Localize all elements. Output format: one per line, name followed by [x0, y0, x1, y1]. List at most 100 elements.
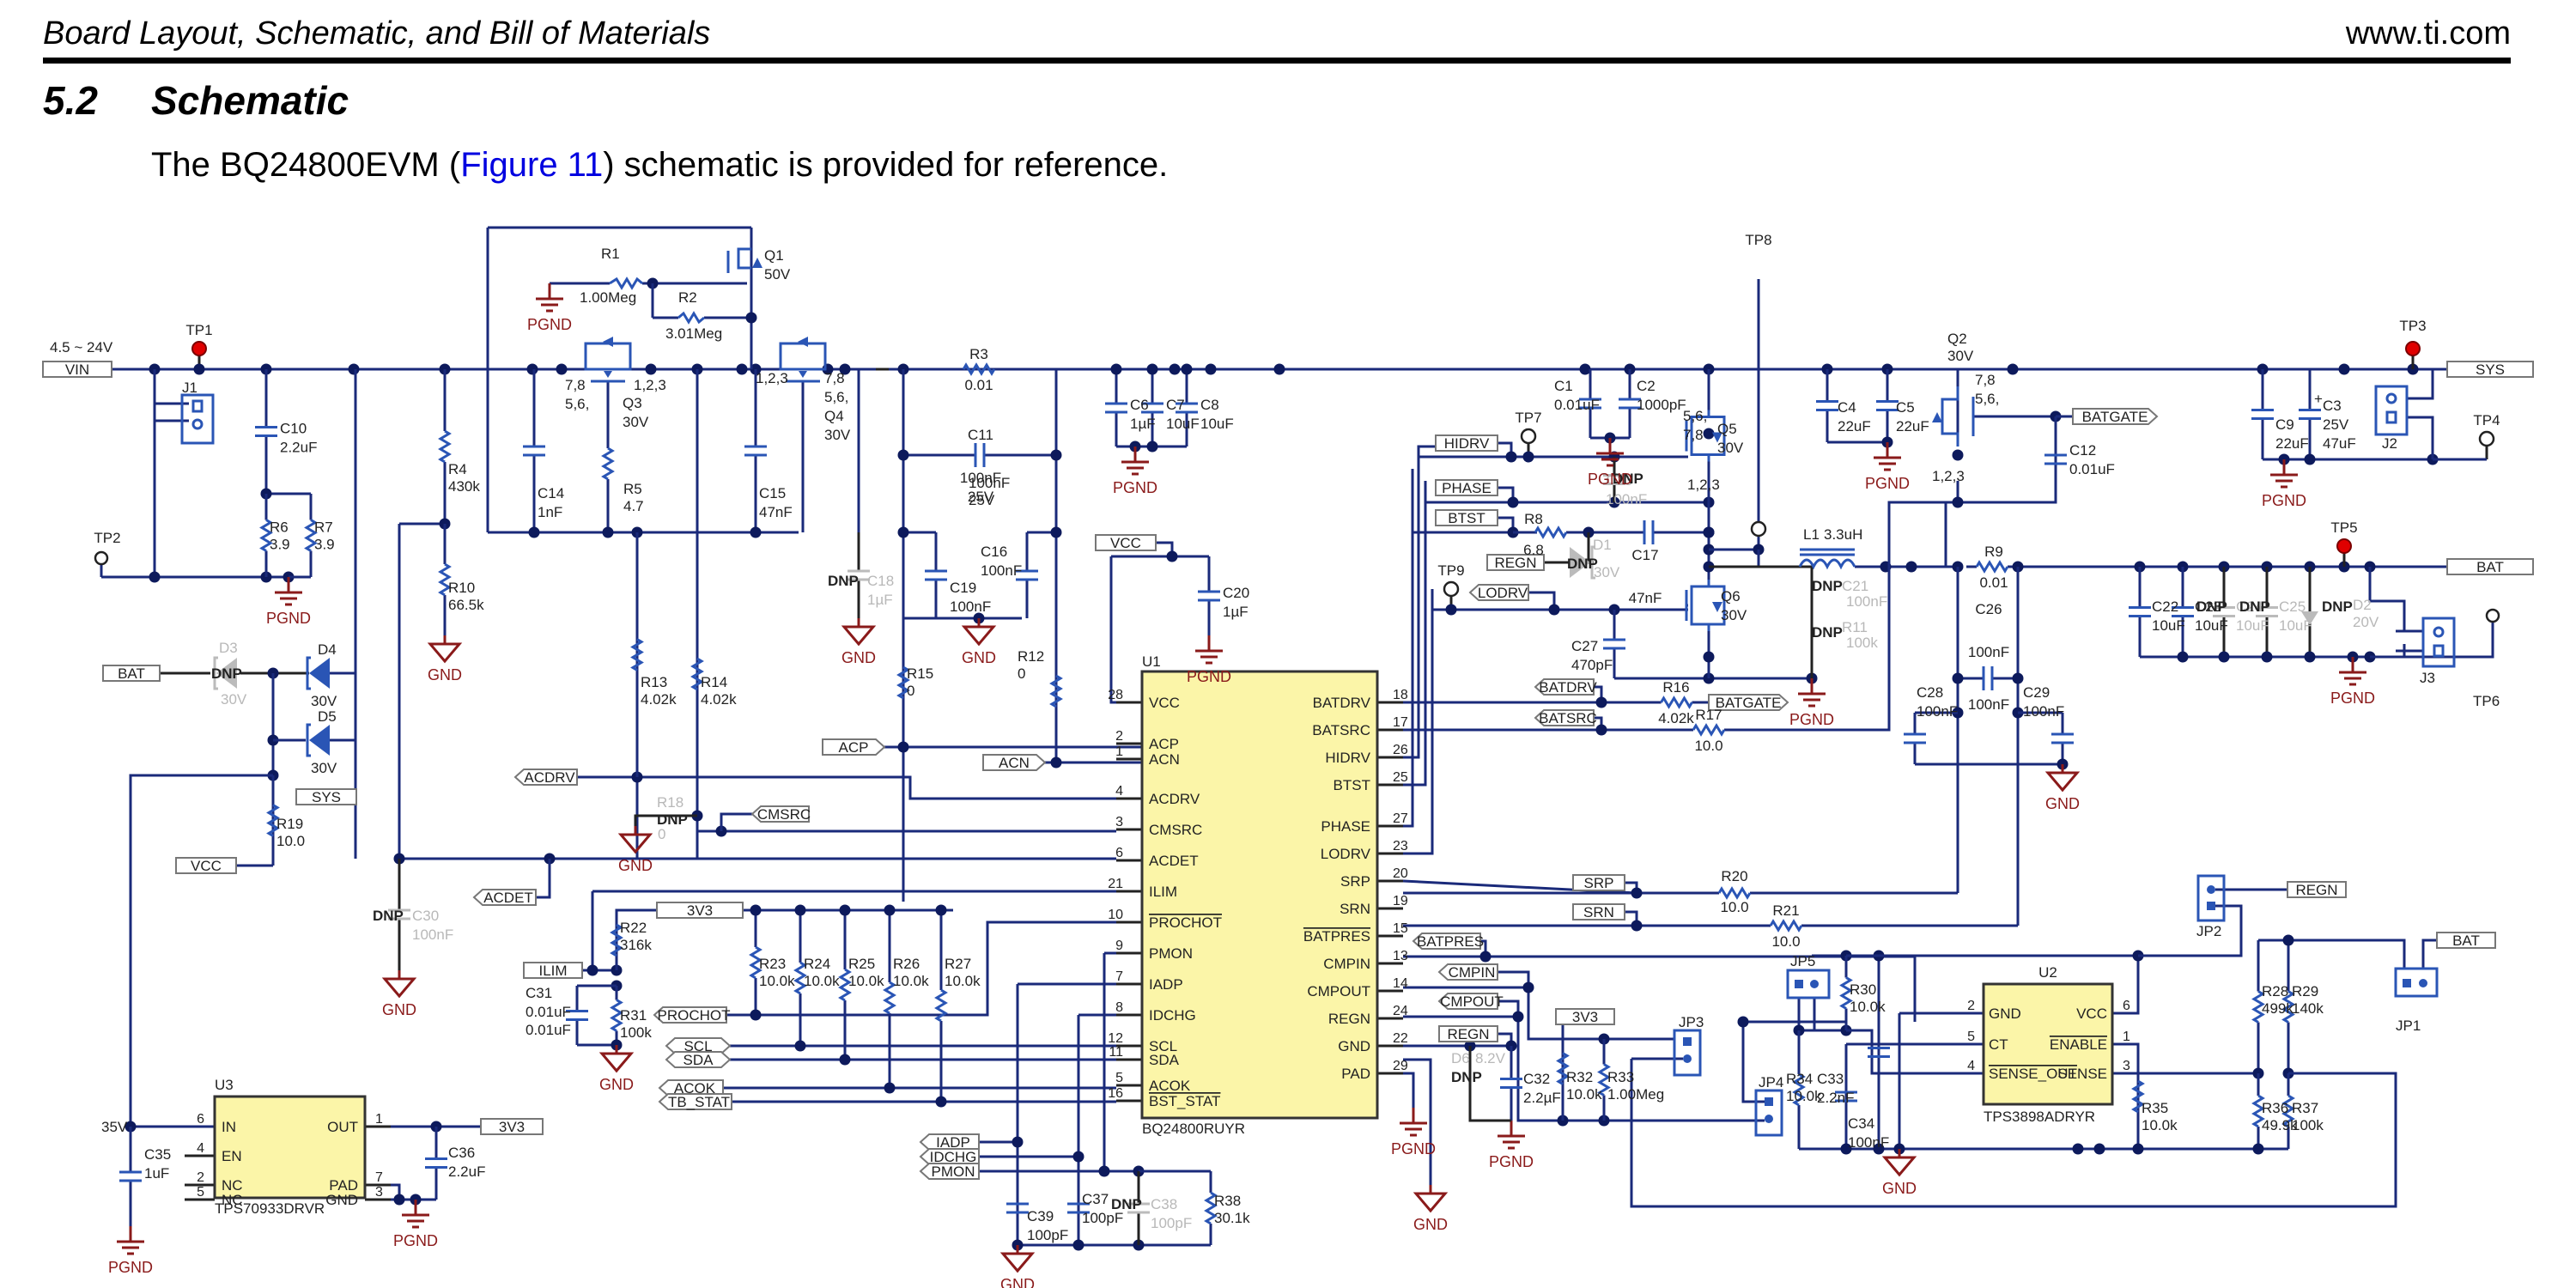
mosfet-Q3 — [584, 337, 632, 383]
pin-name-GND: GND — [1989, 1005, 2021, 1022]
ref-R31: R31 — [620, 1007, 647, 1024]
junction-dot — [1110, 363, 1122, 375]
value-Q6: 30V — [1721, 607, 1747, 623]
wire — [1109, 556, 1142, 704]
value-C21: 100nF — [1846, 593, 1887, 610]
running-header-url[interactable]: www.ti.com — [2345, 15, 2511, 52]
pin-name-SRN: SRN — [1340, 901, 1370, 917]
junction-dot — [2177, 651, 2189, 663]
diode-triangle — [216, 658, 237, 689]
wire — [1757, 550, 1800, 568]
ref-Q2: Q2 — [1947, 331, 1967, 347]
testpoint-label: TP2 — [94, 530, 120, 546]
wire — [1743, 501, 1946, 732]
net-port-acp — [822, 738, 886, 756]
gnd-label: GND — [841, 649, 876, 666]
figure-link[interactable]: Figure 11 — [460, 146, 604, 184]
section-number: 5.2 — [43, 78, 98, 123]
wire — [2407, 416, 2434, 459]
pin-number: 2 — [1967, 999, 1975, 1013]
pin-name-CMPIN: CMPIN — [1323, 956, 1370, 972]
net-port-cmpout — [1437, 993, 1498, 1010]
junction-dot — [897, 449, 909, 461]
ref-C8: C8 — [1200, 397, 1219, 413]
value-R34: 10.0k — [1786, 1088, 1822, 1104]
net-port-label-idchg: IDCHG — [930, 1149, 977, 1165]
pin-name-BATSRC: BATSRC — [1312, 722, 1370, 738]
net-port-label-batpres: BATPRES — [1417, 933, 1484, 950]
junction-dot — [1050, 526, 1062, 538]
ref-C13: C13 — [1606, 472, 1632, 489]
junction-dot — [935, 1096, 947, 1108]
net-port-hidrv — [1435, 434, 1498, 452]
net-port-vcc — [1095, 534, 1157, 551]
body-diode — [1932, 412, 1942, 422]
pin-number: 9 — [1115, 939, 1123, 953]
gnd-label: GND — [1882, 1180, 1917, 1197]
gnd-symbol — [2044, 771, 2081, 793]
net-port-iadp — [919, 1133, 980, 1151]
dnp-flag-C25: DNP — [2239, 598, 2270, 615]
value-C35: 1uF — [144, 1165, 169, 1182]
net-port-acn — [982, 754, 1047, 771]
value-C13: 100nF — [1606, 491, 1647, 507]
wire — [1846, 954, 2140, 1015]
net-port-v3v3c — [480, 1118, 544, 1135]
resistor-R31 — [610, 999, 623, 1032]
mosfet-Q6 — [1685, 580, 1726, 631]
net-port-regn — [1486, 554, 1545, 571]
net-port-label-acdet: ACDET — [483, 890, 533, 906]
mosfet-channel — [1690, 580, 1710, 631]
net-port-sys — [2446, 361, 2534, 378]
input-voltage-range: 4.5 ~ 24V — [50, 339, 113, 355]
junction-dot — [839, 904, 851, 916]
pin-number: 17 — [1393, 715, 1408, 730]
ref-R16: R16 — [1662, 679, 1689, 696]
mosfet-Q1 — [726, 247, 762, 273]
resistor-R27 — [934, 988, 948, 1023]
value-D1: 30V — [1594, 564, 1620, 580]
net-port-label-vcc2: VCC — [191, 858, 222, 874]
resistor-R10 — [438, 562, 452, 597]
ref-R8: R8 — [1524, 511, 1543, 527]
net-port-label-bat3: BAT — [2452, 933, 2480, 949]
net-port-cmsrc — [750, 805, 810, 823]
wire — [1403, 1072, 1415, 1108]
wire — [1797, 998, 1846, 1032]
net-port-bat2 — [102, 665, 161, 682]
testpoint-label: TP4 — [2473, 412, 2500, 428]
gnd-symbol — [841, 625, 877, 647]
junction-dot — [745, 312, 757, 324]
testpoint-TP7 — [1520, 428, 1537, 445]
jumper-pin — [1683, 1037, 1692, 1046]
ref-C18: C18 — [867, 573, 894, 589]
junction-dot — [2338, 363, 2350, 375]
jumper-pin — [1810, 980, 1819, 988]
pgnd-label: PGND — [1187, 668, 1231, 685]
pin-number: 3 — [375, 1185, 383, 1200]
net-port-prochot — [653, 1006, 727, 1024]
value-C34: 100nF — [1848, 1134, 1889, 1151]
pin-number: 11 — [1109, 1045, 1123, 1060]
section-title: Schematic — [151, 78, 349, 123]
net-port-batgate2 — [1708, 694, 1789, 711]
junction-dot — [884, 1082, 896, 1094]
junction-dot — [1050, 449, 1062, 461]
pin-number: 4 — [1115, 784, 1123, 799]
net-port-label-sys: SYS — [2476, 361, 2505, 378]
ref-R13: R13 — [641, 674, 667, 690]
junction-dot — [393, 1194, 405, 1206]
ref-R6: R6 — [270, 519, 289, 536]
value-C11: 100nF — [960, 470, 1001, 486]
junction-dot — [2007, 363, 2019, 375]
value-C24: 10uF — [2236, 617, 2269, 634]
ref-C27: C27 — [1571, 638, 1598, 654]
pin-label: 5,6, — [824, 389, 848, 405]
ref-D2: D2 — [2353, 597, 2372, 613]
resistor-R3 — [962, 362, 996, 376]
junction-dot — [1703, 526, 1715, 538]
ref-C24: C24 — [2236, 598, 2263, 615]
jumper-pin — [2207, 902, 2215, 910]
pin-name-ACDET: ACDET — [1149, 853, 1199, 869]
ref-R1: R1 — [601, 246, 620, 262]
